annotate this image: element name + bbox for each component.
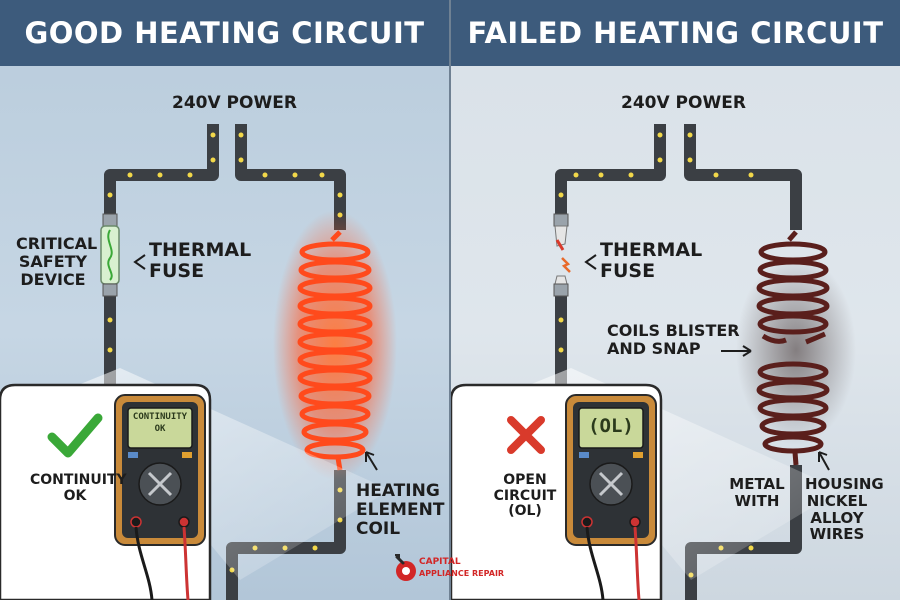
metal-with-label: METAL WITH (729, 475, 785, 510)
thermal-fuse-blown (553, 213, 571, 297)
heating-coil-burnt (756, 230, 830, 466)
continuity-status-label: CONTINUITY OK (30, 472, 127, 504)
failed-fuse-label: THERMAL FUSE (600, 239, 703, 283)
critical-safety-device-label: CRITICAL SAFETY DEVICE (16, 234, 98, 289)
good-fuse-label: THERMAL FUSE (149, 239, 252, 283)
failed-meter-display: (OL) (588, 415, 634, 437)
multimeter-failed (565, 394, 657, 600)
cross-icon (507, 416, 545, 454)
logo-line1: CAPITAL (419, 557, 461, 567)
failed-power-label: 240V POWER (621, 93, 746, 113)
failed-circuit-title: FAILED HEATING CIRCUIT (467, 16, 884, 50)
good-circuit-header: GOOD HEATING CIRCUIT (0, 0, 449, 66)
capital-appliance-repair-logo: CAPITAL APPLIANCE REPAIR (393, 553, 505, 587)
coils-break-label: COILS BLISTER AND SNAP (607, 321, 740, 358)
check-icon (47, 413, 103, 458)
thermal-fuse-intact (100, 213, 120, 297)
panel-divider (449, 0, 451, 600)
current-flow-dots (107, 132, 343, 573)
fuse-pointer-arrow-failed (584, 254, 597, 270)
heating-element-label: HEATING ELEMENT COIL (356, 481, 445, 540)
housing-nickel-label: HOUSING NICKEL ALLOY WIRES (805, 475, 884, 544)
wrench-gear-icon (395, 554, 416, 581)
good-circuit-title: GOOD HEATING CIRCUIT (24, 16, 425, 50)
failed-wire-left (555, 124, 666, 214)
heating-coil-hot (297, 230, 373, 471)
open-circuit-status-label: OPEN CIRCUIT (OL) (493, 472, 557, 520)
failed-wire-right (684, 124, 802, 230)
housing-pointer-arrow (818, 451, 830, 471)
good-circuit-drawing (0, 124, 397, 600)
good-circuit-panel: GOOD HEATING CIRCUIT (0, 0, 449, 600)
coil-pointer-arrow (365, 451, 378, 471)
failed-circuit-panel: FAILED HEATING CIRCUIT (451, 0, 900, 600)
good-meter-display: CONTINUITY OK (132, 412, 188, 434)
failed-circuit-header: FAILED HEATING CIRCUIT (451, 0, 900, 66)
failed-circuit-drawing (451, 124, 856, 600)
good-wire-right (235, 124, 346, 230)
break-pointer-arrow (721, 345, 752, 357)
fuse-pointer-arrow (133, 254, 146, 270)
multimeter-good (114, 394, 206, 600)
good-power-label: 240V POWER (172, 93, 297, 113)
logo-line2: APPLIANCE REPAIR (419, 569, 505, 578)
